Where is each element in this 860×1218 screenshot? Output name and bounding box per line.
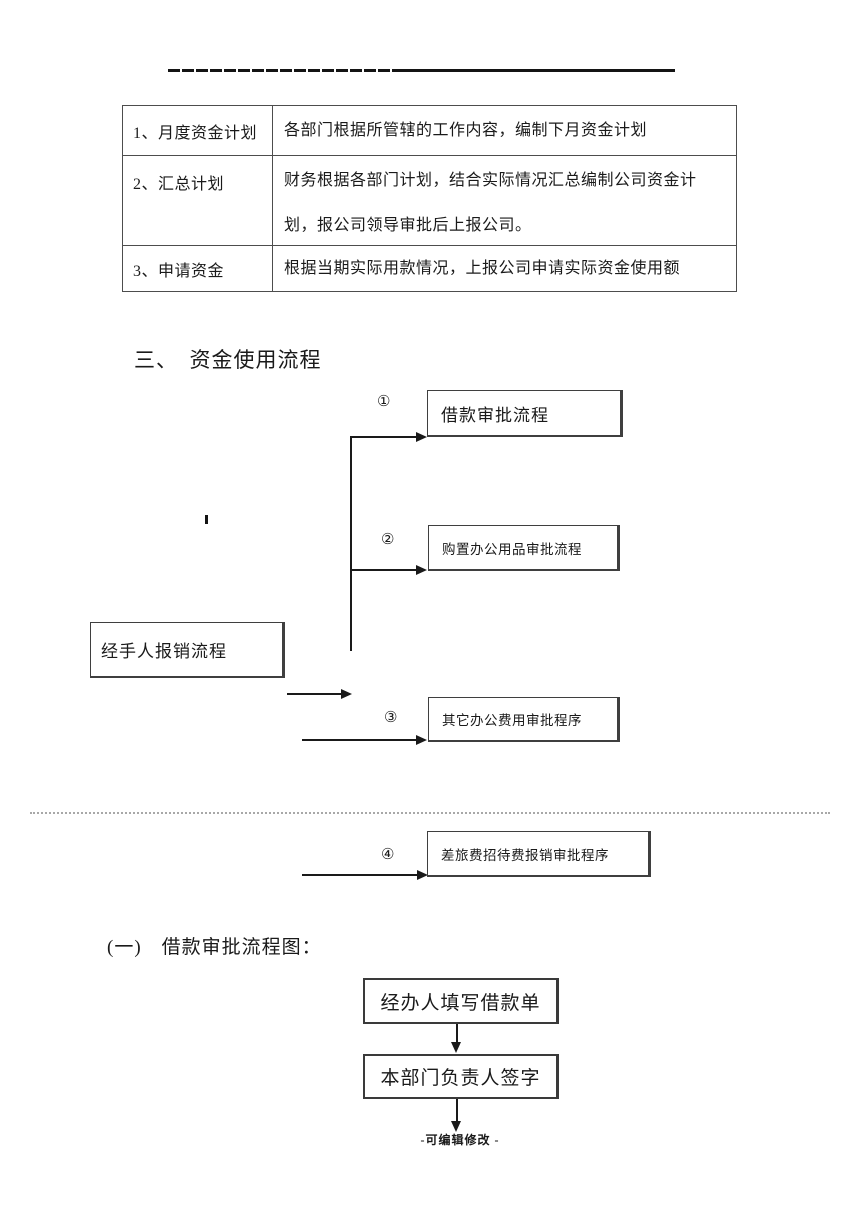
flow-box-fill-loan-form: 经办人填写借款单 [363, 978, 559, 1024]
down-arrow-1-line [456, 1024, 458, 1044]
row-label-cell: 1、月度资金计划 [123, 106, 273, 155]
flow-box-travel-entertainment: 差旅费招待费报销审批程序 [427, 831, 651, 877]
table-row: 3、申请资金 根据当期实际用款情况，上报公司申请实际资金使用额 [123, 246, 736, 291]
stray-mark [205, 515, 208, 524]
desc-line: 财务根据各部门计划，结合实际情况汇总编制公司资金计 [284, 172, 697, 189]
row-label-cell: 3、申请资金 [123, 246, 273, 291]
page-break-dotted-line [30, 812, 830, 814]
arrowhead-down-icon [451, 1042, 461, 1053]
branch-marker-1: ① [377, 394, 391, 410]
arrowhead-right-icon [417, 870, 428, 880]
down-arrow-2-line [456, 1099, 458, 1123]
table-row: 1、月度资金计划 各部门根据所管辖的工作内容，编制下月资金计划 [123, 106, 736, 156]
desc-line: 划，报公司领导审批后上报公司。 [284, 217, 532, 234]
arrowhead-down-icon [451, 1121, 461, 1132]
funding-table: 1、月度资金计划 各部门根据所管辖的工作内容，编制下月资金计划 2、汇总计划 财… [122, 105, 737, 292]
branch-marker-2: ② [381, 532, 395, 548]
flow-box-dept-head-sign: 本部门负责人签字 [363, 1054, 559, 1099]
section-heading: 三、 资金使用流程 [134, 348, 322, 372]
desc-line: 根据当期实际用款情况，上报公司申请实际资金使用额 [284, 260, 681, 277]
source-arrow-line [287, 693, 342, 695]
branch-marker-4: ④ [381, 847, 395, 863]
arrowhead-right-icon [416, 735, 427, 745]
flow-box-handler-reimbursement: 经手人报销流程 [90, 622, 285, 678]
table-row: 2、汇总计划 财务根据各部门计划，结合实际情况汇总编制公司资金计 划，报公司领导… [123, 156, 736, 246]
footer-note: -可编辑修改 - [420, 1133, 500, 1147]
top-rule-dashed-segment [168, 69, 398, 72]
branch-marker-3: ③ [384, 710, 398, 726]
flow-box-loan-approval: 借款审批流程 [427, 390, 623, 437]
desc-line: 各部门根据所管辖的工作内容，编制下月资金计划 [284, 122, 648, 139]
flow-box-other-office-expense: 其它办公费用审批程序 [428, 697, 620, 742]
subsection-heading: (一) 借款审批流程图： [107, 937, 322, 958]
row-desc-cell: 各部门根据所管辖的工作内容，编制下月资金计划 [273, 106, 736, 155]
branch-arrow-4-line [302, 874, 417, 876]
branch-arrow-1-line [350, 436, 416, 438]
top-rule-solid-segment [398, 69, 675, 72]
row-desc-cell: 根据当期实际用款情况，上报公司申请实际资金使用额 [273, 246, 736, 291]
arrowhead-right-icon [341, 689, 352, 699]
row-label-cell: 2、汇总计划 [123, 156, 273, 245]
flow-connector-vertical [350, 437, 352, 651]
branch-arrow-3-line [302, 739, 416, 741]
flow-box-office-supplies: 购置办公用品审批流程 [428, 525, 620, 571]
branch-arrow-2-line [350, 569, 416, 571]
row-desc-cell: 财务根据各部门计划，结合实际情况汇总编制公司资金计 划，报公司领导审批后上报公司… [273, 156, 736, 245]
arrowhead-right-icon [416, 565, 427, 575]
arrowhead-right-icon [416, 432, 427, 442]
